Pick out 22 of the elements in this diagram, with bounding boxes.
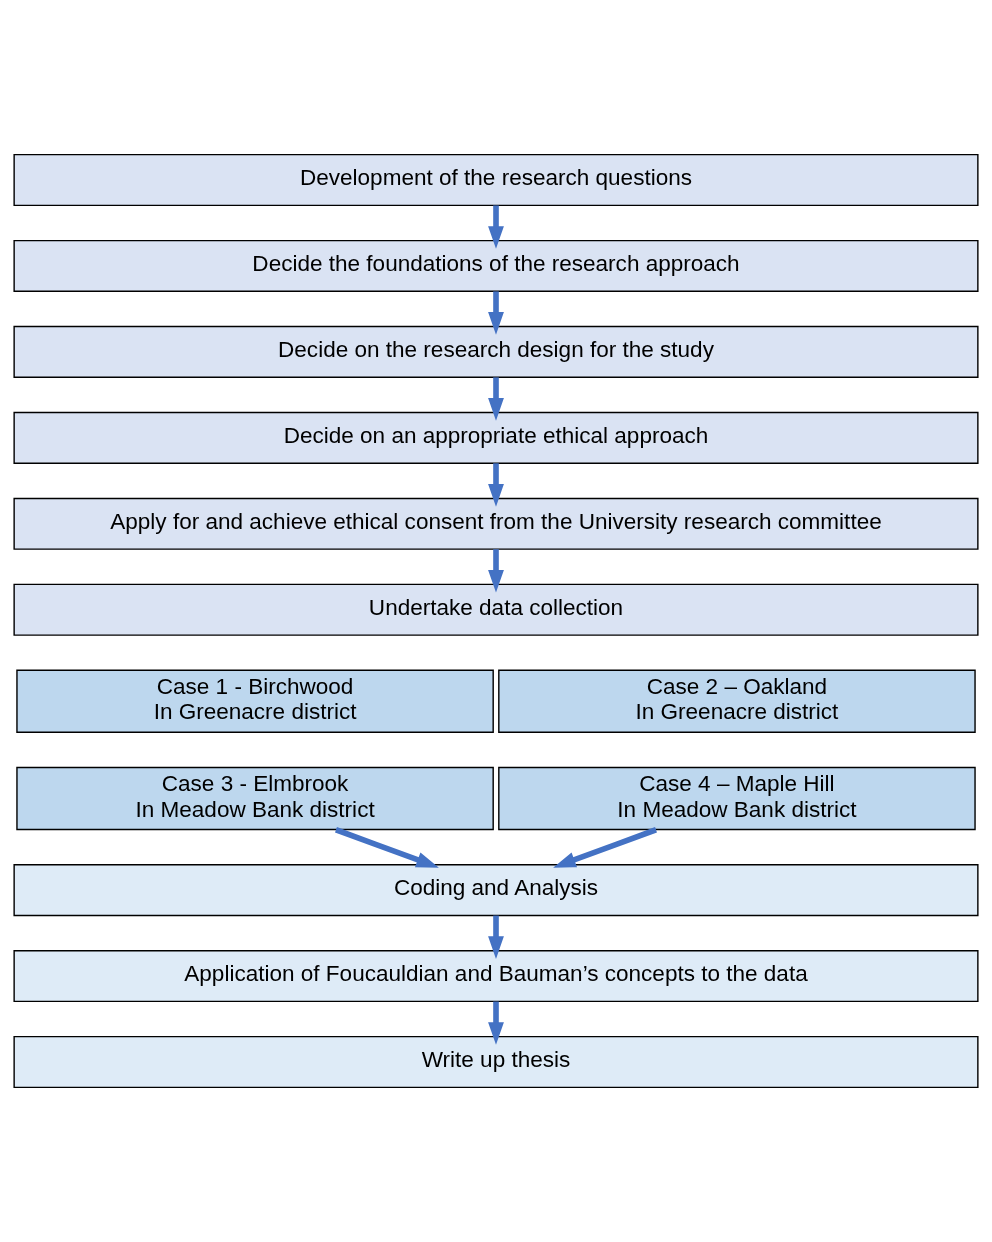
node-box: Case 4 – Maple Hill In Meadow Bank district [498,766,976,831]
arrow [488,377,504,421]
node-box: Decide on an appropriate ethical approach [13,411,979,464]
node-box: Decide the foundations of the research approach [13,239,979,292]
node-box: Coding and Analysis [13,864,979,917]
node-box: Application of Foucauldian and Bauman’s concepts to the data [13,950,979,1003]
arrow [488,915,504,959]
node-box: Undertake data collection [13,583,979,636]
node-box: Case 2 – Oakland In Greenacre district [498,669,976,733]
arrow [488,463,504,507]
arrow [335,827,439,868]
arrow [488,1001,504,1045]
arrow [553,827,657,868]
node-box: Write up thesis [13,1035,979,1089]
arrow [488,291,504,335]
node-box: Case 1 - Birchwood In Greenacre district [16,669,494,733]
node-box: Development of the research questions [13,153,979,207]
node-box: Apply for and achieve ethical consent from the University research committee [13,497,979,550]
arrow [488,205,504,249]
node-box: Decide on the research design for the study [13,325,979,378]
node-box: Case 3 - Elmbrook In Meadow Bank district [16,766,494,831]
arrow [488,549,504,593]
